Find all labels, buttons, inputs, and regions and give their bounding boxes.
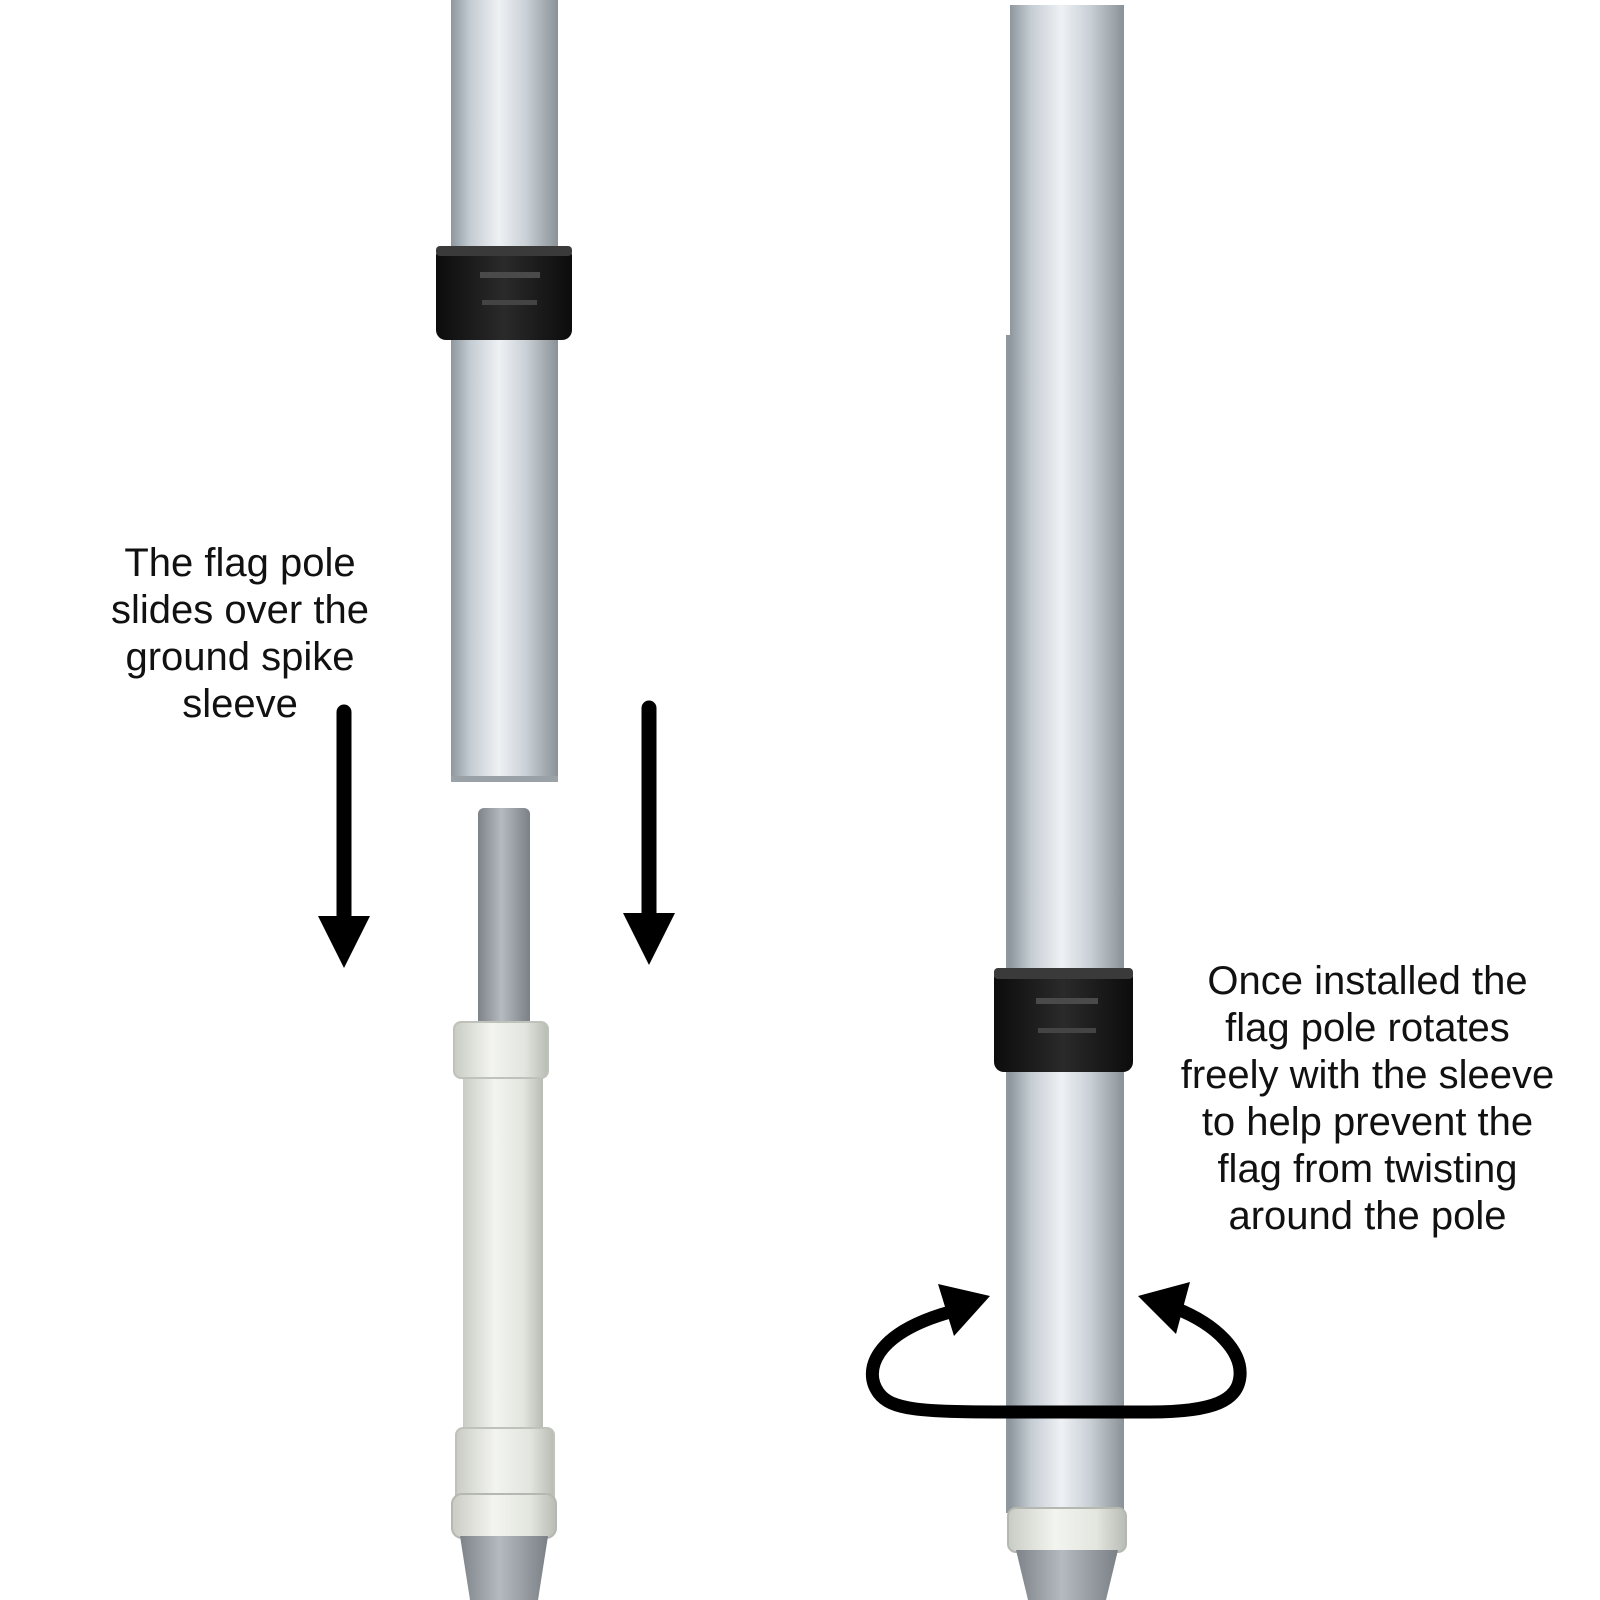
right-caption-line: to help prevent the — [1201, 1100, 1534, 1144]
right-caption-line: around the pole — [1228, 1194, 1507, 1238]
left-caption-line: The flag pole — [124, 541, 356, 585]
down-arrow-right — [623, 700, 675, 965]
left-spike-shaft — [460, 1536, 548, 1600]
left-caption: The flag pole slides over the ground spi… — [60, 540, 420, 728]
right-caption-line: flag from twisting — [1217, 1147, 1518, 1191]
right-flag-pole — [1006, 5, 1124, 1513]
right-caption-line: Once installed the — [1207, 959, 1528, 1003]
spike-inner-tube — [478, 808, 530, 1026]
left-caption-line: slides over the — [111, 588, 369, 632]
left-pole-clip — [436, 246, 572, 340]
right-caption-line: flag pole rotates — [1225, 1006, 1510, 1050]
right-pole-clip — [994, 968, 1133, 1072]
left-caption-line: sleeve — [182, 682, 298, 726]
down-arrow-left — [318, 704, 370, 968]
left-flag-pole — [451, 0, 558, 782]
rotation-arrow — [865, 1282, 1247, 1419]
right-caption-line: freely with the sleeve — [1180, 1053, 1555, 1097]
ground-spike-sleeve — [451, 1021, 557, 1539]
right-spike-shaft — [1016, 1550, 1118, 1600]
left-caption-line: ground spike — [125, 635, 355, 679]
right-sleeve-collar — [1007, 1507, 1127, 1553]
right-caption: Once installed the flag pole rotates fre… — [1140, 958, 1595, 1240]
